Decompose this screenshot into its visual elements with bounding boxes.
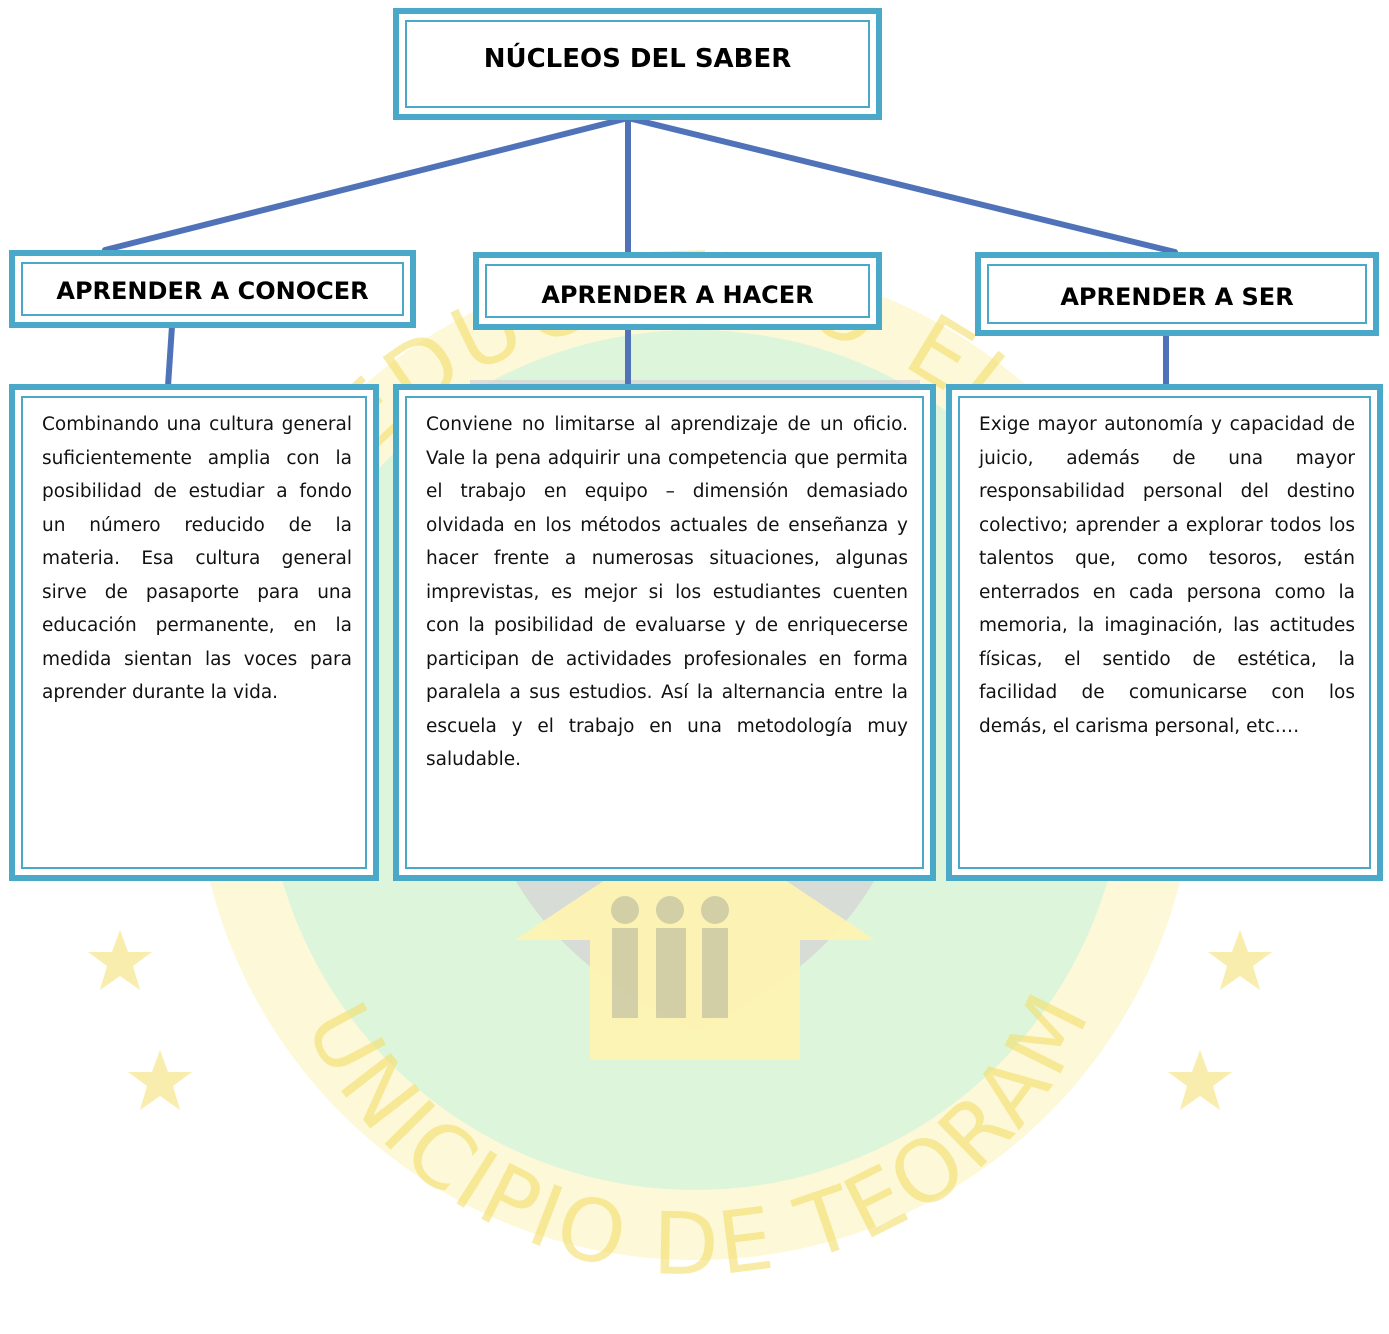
pillar-desc-ser: Exige mayor autonomía y capacidad de jui… (946, 384, 1383, 881)
connector-root-to-conocer (102, 115, 631, 253)
pillar-header-hacer: APRENDER A HACER (473, 252, 882, 330)
pillar-desc-ser-text: Exige mayor autonomía y capacidad de jui… (979, 414, 1355, 737)
pillar-title-ser: APRENDER A SER (1060, 283, 1294, 311)
pillar-header-ser: APRENDER A SER (975, 252, 1379, 336)
pillar-desc-conocer: Combinando una cultura general suficient… (9, 384, 379, 881)
seal-figures (611, 896, 729, 1018)
pillar-desc-hacer-text: Conviene no limitarse al aprendizaje de … (426, 414, 908, 770)
pillar-title-hacer: APRENDER A HACER (541, 281, 814, 309)
pillar-desc-conocer-text: Combinando una cultura general suficient… (42, 414, 352, 703)
pillar-header-conocer: APRENDER A CONOCER (9, 250, 416, 328)
root-node: NÚCLEOS DEL SABER (393, 8, 882, 120)
pillar-title-conocer: APRENDER A CONOCER (56, 277, 369, 305)
seal-stars (88, 930, 1272, 1110)
root-title: NÚCLEOS DEL SABER (483, 44, 792, 74)
pillar-desc-hacer: Conviene no limitarse al aprendizaje de … (393, 384, 936, 881)
connector-conocer-to-desc (165, 323, 175, 389)
connector-root-to-ser (625, 115, 1178, 255)
